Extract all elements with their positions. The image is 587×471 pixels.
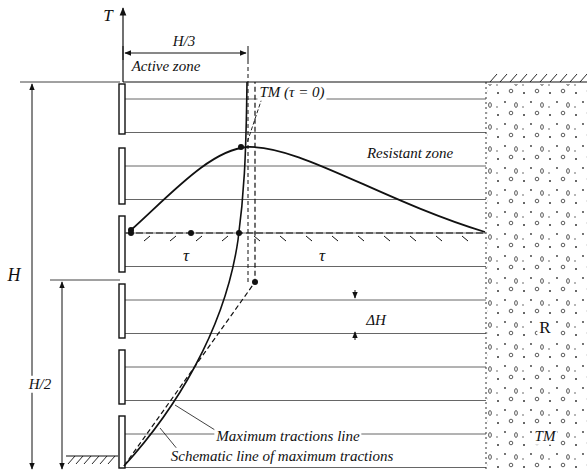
label: R: [537, 319, 552, 338]
label: Active zone: [130, 58, 203, 75]
label: H/3: [171, 33, 198, 50]
label: Schematic line of maximum tractions: [169, 448, 395, 465]
label: H/2: [27, 376, 54, 393]
label: τ: [317, 247, 327, 266]
label: ΔH: [364, 312, 388, 329]
label: H: [6, 266, 23, 286]
label: Resistant zone: [365, 145, 455, 162]
label: T: [101, 7, 114, 26]
label: Maximum tractions line: [214, 428, 361, 445]
label: TM (τ = 0): [257, 84, 326, 101]
label: TM: [533, 428, 558, 445]
label: τ: [181, 247, 191, 266]
